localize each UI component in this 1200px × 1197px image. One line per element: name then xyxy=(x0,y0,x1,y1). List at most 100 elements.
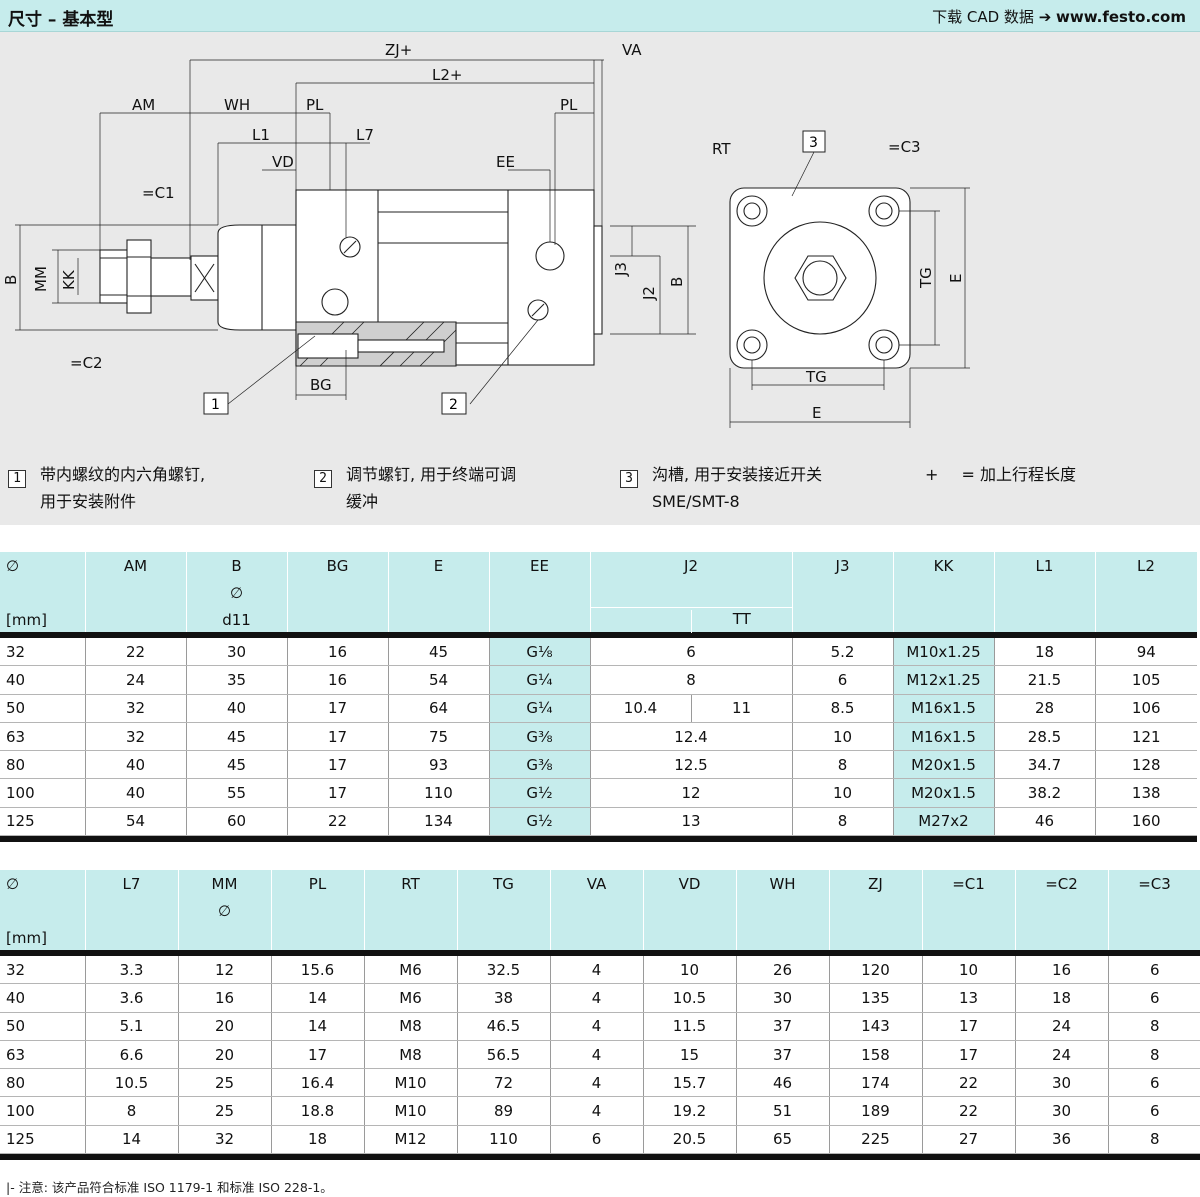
dim-label-tg: TG xyxy=(805,368,827,386)
header-l7: L7 xyxy=(85,870,179,950)
dim-label-b: B xyxy=(2,275,20,285)
cad-download-link[interactable]: 下载 CAD 数据 ➔ www.festo.com xyxy=(932,6,1186,27)
header-tg: TG xyxy=(457,870,551,950)
section-title: 尺寸 – 基本型 xyxy=(8,10,114,30)
info-icon: |- xyxy=(6,1180,15,1195)
header-diameter: ∅[mm] xyxy=(0,552,86,632)
dim-label-l7: L7 xyxy=(356,126,374,144)
header-e: E xyxy=(388,552,490,632)
dimension-drawing-panel: ZJ+ VA L2+ AM WH PL PL L1 L7 VD EE =C1 =… xyxy=(0,32,1200,525)
dim-label-vd: VD xyxy=(272,153,294,171)
front-cover xyxy=(217,224,297,331)
wrench-size-1-label: =C1 xyxy=(142,184,175,202)
dim-label-pl2: PL xyxy=(560,96,578,114)
legend-number-box: 3 xyxy=(620,470,638,488)
arrow-right-icon: ➔ xyxy=(1038,8,1052,26)
wrench-icon: =C3 xyxy=(1138,875,1171,893)
header-ee: EE xyxy=(489,552,591,632)
svg-text:3: 3 xyxy=(809,135,818,151)
wrench-icon: =C xyxy=(888,138,911,156)
header-l1: L1 xyxy=(994,552,1096,632)
wrench-icon: =C2 xyxy=(1045,875,1078,893)
wrench-size-2-label: =C2 xyxy=(70,354,103,372)
header-bg: BG xyxy=(287,552,389,632)
wrench-icon: =C xyxy=(70,354,93,372)
technical-drawing: ZJ+ VA L2+ AM WH PL PL L1 L7 VD EE =C1 =… xyxy=(2,41,970,428)
cad-download-label: 下载 CAD 数据 xyxy=(932,8,1034,26)
section-header: 尺寸 – 基本型 下载 CAD 数据 ➔ www.festo.com xyxy=(0,0,1200,32)
dim-label-b2: B xyxy=(668,277,686,287)
dim-label-l1: L1 xyxy=(252,126,270,144)
dim-label-am: AM xyxy=(132,96,155,114)
callout-1: 1 xyxy=(203,392,229,415)
header-va: VA xyxy=(550,870,644,950)
legend-number-box: 1 xyxy=(8,470,26,488)
rod-nut xyxy=(126,239,152,314)
header-diameter: ∅[mm] xyxy=(0,870,86,950)
dim-label-bg: BG xyxy=(310,376,332,394)
wrench-size-3-label: =C3 xyxy=(888,138,921,156)
dim-label-l2: L2+ xyxy=(432,66,462,84)
svg-text:2: 2 xyxy=(449,397,458,413)
header-am: AM xyxy=(85,552,187,632)
header-pl: PL xyxy=(271,870,365,950)
dim-label-kk: KK xyxy=(60,269,78,290)
dim-label-mm: MM xyxy=(32,266,50,292)
callout-3: 3 xyxy=(802,130,826,153)
callout-2: 2 xyxy=(441,392,467,415)
dim-label-zj: ZJ+ xyxy=(385,41,412,59)
dim-label-va: VA xyxy=(622,41,642,59)
wrench-icon: =C1 xyxy=(952,875,985,893)
dim-label-e: E xyxy=(812,404,821,422)
legend-item-stroke: + = 加上行程长度 xyxy=(925,465,1076,484)
header-zj: ZJ xyxy=(829,870,923,950)
dim-label-e2: E xyxy=(947,274,965,283)
dim-label-wh: WH xyxy=(224,96,250,114)
dim-label-pl: PL xyxy=(306,96,324,114)
dimensions-table-2: ∅[mm] L7 MM∅ PL RT TG VA VD WH ZJ =C1 =C… xyxy=(0,870,1200,1161)
footnote: |- 注意: 该产品符合标准 ISO 1179-1 和标准 ISO 228-1。 xyxy=(6,1180,333,1195)
dim-label-j3: J3 xyxy=(612,262,630,277)
header-j3: J3 xyxy=(792,552,894,632)
dim-label-j2: J2 xyxy=(640,286,658,301)
dim-label-rt: RT xyxy=(712,140,731,158)
header-rt: RT xyxy=(364,870,458,950)
header-vd: VD xyxy=(643,870,737,950)
header-l2: L2 xyxy=(1095,552,1198,632)
legend-number-box: 2 xyxy=(314,470,332,488)
wrench-icon: =C xyxy=(142,184,165,202)
dim-label-tg2: TG xyxy=(917,267,935,289)
header-b: B∅d11 xyxy=(186,552,288,632)
header-wh: WH xyxy=(736,870,830,950)
plus-symbol: + xyxy=(925,465,939,484)
header-kk: KK xyxy=(893,552,995,632)
header-wrench-2: =C2 xyxy=(1015,870,1109,950)
svg-text:1: 1 xyxy=(211,397,220,413)
dim-label-ee: EE xyxy=(496,153,515,171)
cad-download-url: www.festo.com xyxy=(1056,8,1186,26)
header-tt: TT xyxy=(691,610,792,633)
header-wrench-3: =C3 xyxy=(1108,870,1200,950)
header-mm: MM∅ xyxy=(178,870,272,950)
header-wrench-1: =C1 xyxy=(922,870,1016,950)
